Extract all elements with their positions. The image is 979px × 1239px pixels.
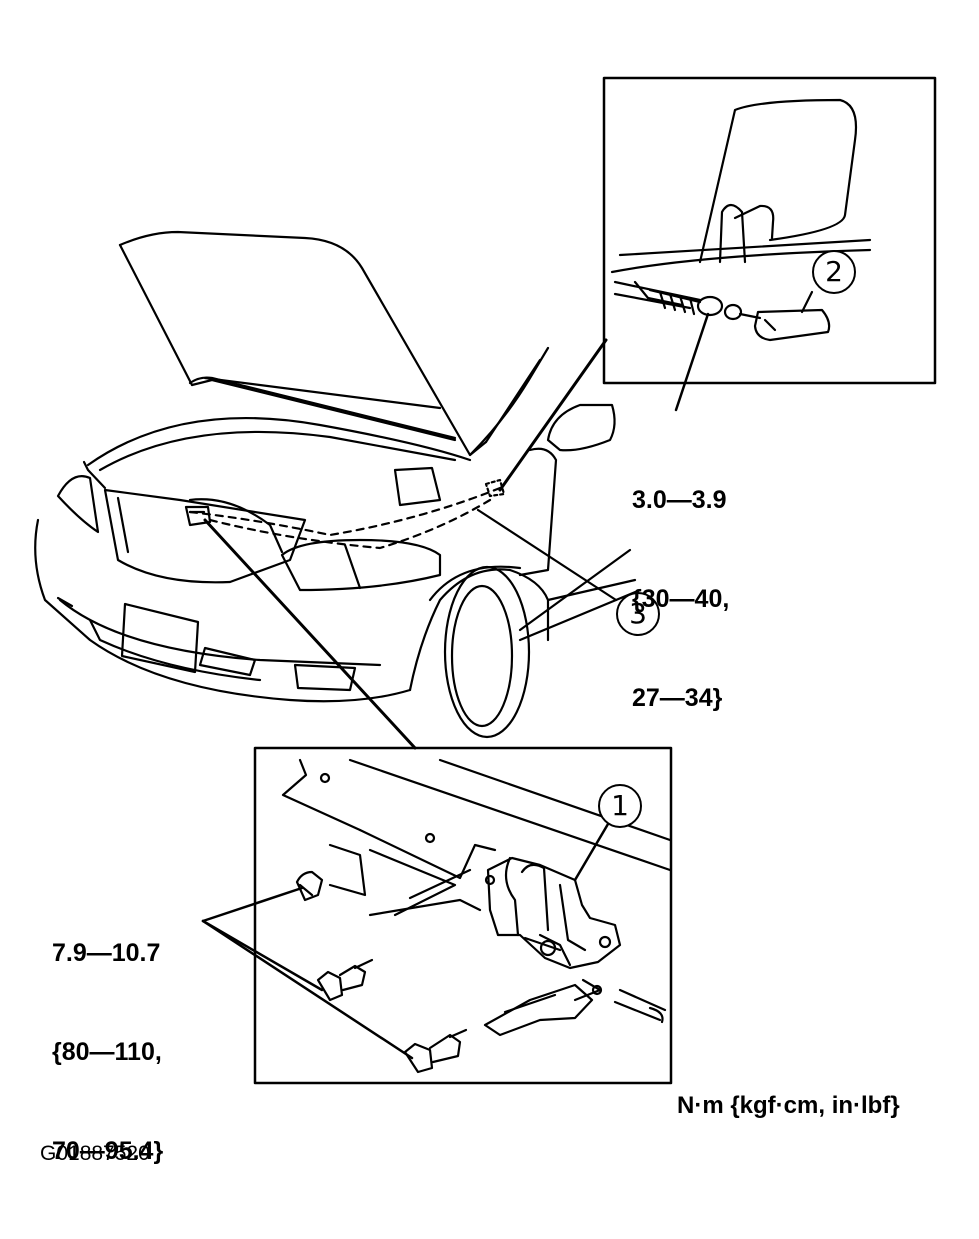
latch-inset xyxy=(201,746,673,1085)
torque-units: N·m {kgf·cm, in·lbf} xyxy=(677,1092,900,1119)
leader-line-cable xyxy=(476,508,618,602)
torque-latch-line-1: 7.9—10.7 xyxy=(52,939,161,967)
torque-latch-line-2: {80—110, xyxy=(52,1038,162,1066)
torque-latch-line-3: 70—95.4} xyxy=(52,1137,164,1165)
torque-spec-latch: 7.9—10.7 {80—110, 70—95.4} xyxy=(52,871,163,1201)
callout-3: 3 xyxy=(616,592,660,636)
bolt-bottom-icon xyxy=(403,1042,434,1074)
car-front-view xyxy=(34,230,642,739)
lever-inset xyxy=(602,76,937,412)
figure-id: G01887520 xyxy=(40,1142,150,1165)
torque-lever-line-3: 27—34} xyxy=(632,684,723,712)
leader-line-latch xyxy=(203,518,417,750)
torque-lever-line-1: 3.0—3.9 xyxy=(632,486,727,514)
torque-lever-line-2: {30—40, xyxy=(632,585,730,613)
torque-spec-lever: 3.0—3.9 {30—40, 27—34} xyxy=(632,418,729,748)
leader-line-lever xyxy=(498,338,608,492)
bolt-top-icon xyxy=(295,870,324,902)
callout-2: 2 xyxy=(812,250,856,294)
bolt-middle-icon xyxy=(316,970,344,1002)
callout-1: 1 xyxy=(598,784,642,828)
